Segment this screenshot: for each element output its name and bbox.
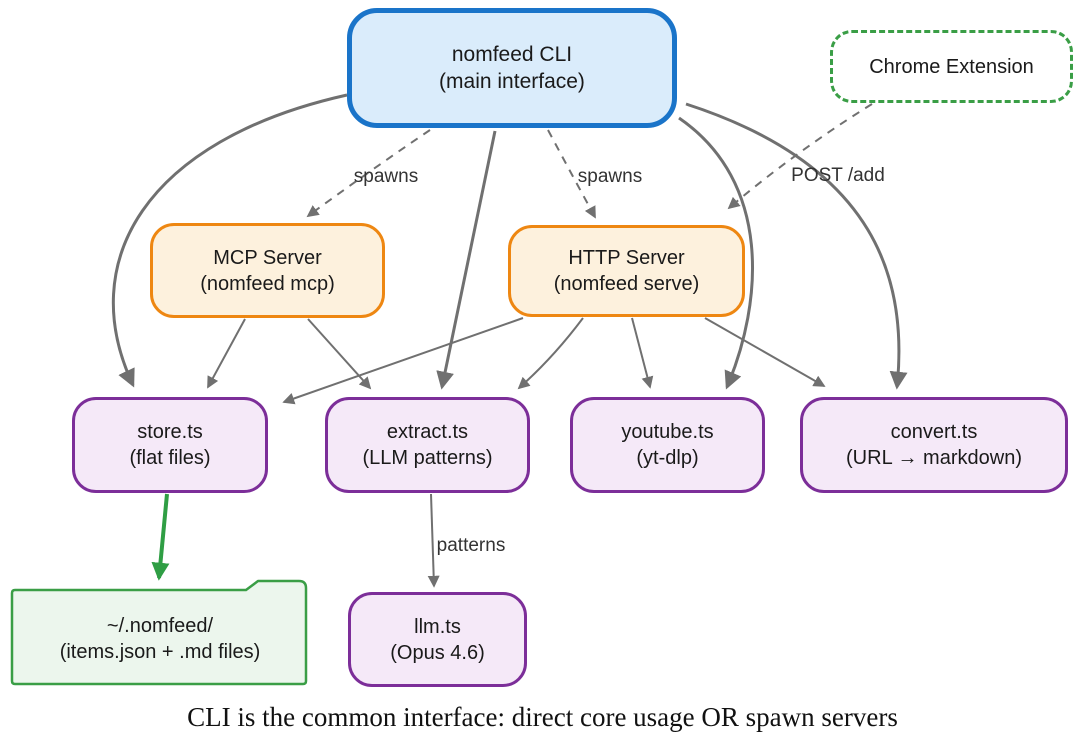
node-http-server-title: HTTP Server: [568, 247, 685, 269]
edge-http-youtube: [631, 317, 654, 389]
edge-http-convert: [704, 317, 826, 387]
node-extract-ts-title: extract.ts: [386, 421, 469, 443]
edge-label-spawns-mcp: spawns: [353, 166, 419, 187]
node-convert-ts-title: convert.ts: [890, 421, 978, 443]
edge-http-extract: [517, 317, 584, 390]
node-http-server: HTTP Server (nomfeed serve): [508, 225, 745, 317]
node-llm-ts-subtitle: (Opus 4.6): [390, 641, 485, 664]
edge-label-patterns: patterns: [436, 535, 506, 556]
edge-cli-mcp: [306, 129, 431, 218]
node-youtube-ts-title: youtube.ts: [621, 421, 714, 443]
node-youtube-ts-subtitle: (yt-dlp): [636, 447, 699, 469]
node-http-server-subtitle: (nomfeed serve): [553, 273, 700, 295]
node-nomfeed-cli: nomfeed CLI (main interface): [347, 8, 677, 128]
node-nomfeed-folder: ~/.nomfeed/ (items.json + .md files): [8, 579, 312, 687]
edge-chrome-http: [727, 103, 873, 210]
node-llm-ts-title: llm.ts: [414, 615, 461, 638]
node-mcp-server-title: MCP Server: [213, 246, 322, 269]
edge-label-post-add: POST /add: [791, 165, 885, 186]
node-extract-ts: extract.ts (LLM patterns): [325, 397, 530, 493]
node-store-ts-title: store.ts: [137, 421, 203, 443]
node-nomfeed-folder-subtitle: (items.json + .md files): [59, 640, 261, 663]
node-nomfeed-cli-title: nomfeed CLI: [451, 42, 573, 66]
edge-http-store: [282, 317, 524, 405]
node-mcp-server: MCP Server (nomfeed mcp): [150, 223, 385, 318]
edge-mcp-extract: [307, 318, 372, 390]
node-store-ts-subtitle: (flat files): [129, 447, 211, 469]
edge-cli-store: [111, 93, 348, 388]
edge-extract-llm: [427, 493, 440, 588]
node-store-ts: store.ts (flat files): [72, 397, 268, 493]
edge-cli-extract: [436, 130, 497, 390]
edge-cli-youtube: [678, 116, 755, 390]
node-nomfeed-cli-subtitle: (main interface): [439, 70, 585, 93]
node-llm-ts: llm.ts (Opus 4.6): [348, 592, 527, 687]
node-nomfeed-folder-title: ~/.nomfeed/: [106, 614, 214, 637]
caption: CLI is the common interface: direct core…: [187, 702, 898, 732]
edge-cli-convert: [685, 102, 908, 390]
edge-cli-http: [547, 129, 596, 219]
folder-icon: [10, 579, 308, 686]
edge-mcp-store: [207, 318, 246, 389]
node-youtube-ts: youtube.ts (yt-dlp): [570, 397, 765, 493]
node-convert-ts: convert.ts (URL → markdown): [800, 397, 1068, 493]
node-mcp-server-subtitle: (nomfeed mcp): [200, 272, 335, 295]
node-convert-ts-subtitle: (URL → markdown): [846, 447, 1022, 469]
node-chrome-extension: Chrome Extension: [830, 30, 1073, 103]
node-chrome-extension-title: Chrome Extension: [869, 55, 1034, 78]
edge-label-spawns-http: spawns: [577, 166, 643, 187]
edge-store-folder: [151, 493, 170, 581]
node-extract-ts-subtitle: (LLM patterns): [362, 447, 493, 469]
